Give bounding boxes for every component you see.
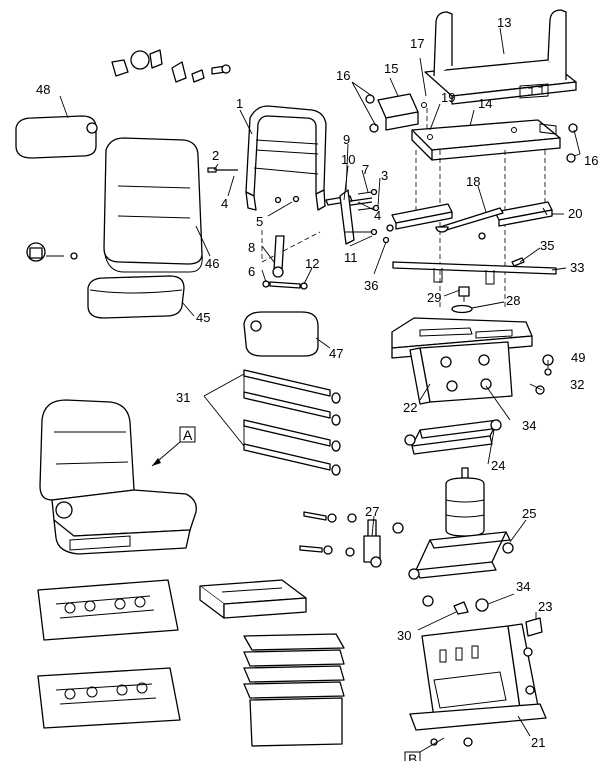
air-spring bbox=[445, 467, 485, 537]
callout-34b: 34 bbox=[516, 579, 530, 594]
callout-48: 48 bbox=[36, 82, 50, 97]
callout-36: 36 bbox=[364, 278, 378, 293]
callout-28: 28 bbox=[506, 293, 520, 308]
seat-pan-14 bbox=[411, 119, 578, 163]
callout-13: 13 bbox=[497, 15, 511, 30]
callout-35: 35 bbox=[540, 238, 554, 253]
callout-4b: 4 bbox=[374, 208, 381, 223]
callout-16: 16 bbox=[336, 68, 350, 83]
headrest-48 bbox=[15, 115, 98, 159]
leader-lines bbox=[59, 27, 581, 737]
callout-14: 14 bbox=[478, 96, 492, 111]
rail-guide-lower bbox=[37, 667, 181, 729]
callout-17: 17 bbox=[410, 36, 424, 51]
callout-2: 2 bbox=[212, 148, 219, 163]
rods-31 bbox=[243, 369, 341, 476]
view-a-marker: A bbox=[183, 427, 193, 443]
callout-46: 46 bbox=[205, 256, 219, 271]
callout-24: 24 bbox=[491, 458, 505, 473]
callout-1: 1 bbox=[236, 96, 243, 111]
callout-6: 6 bbox=[248, 264, 255, 279]
scissor-25 bbox=[408, 531, 514, 580]
callout-11: 11 bbox=[344, 250, 358, 265]
callout-8: 8 bbox=[248, 240, 255, 255]
callout-34: 34 bbox=[522, 418, 536, 433]
knob-hardware-left bbox=[26, 242, 78, 262]
scissor-24 bbox=[404, 419, 502, 455]
assembled-seat-view-a bbox=[39, 399, 197, 555]
callout-33: 33 bbox=[570, 260, 584, 275]
callout-27: 27 bbox=[365, 504, 379, 519]
callout-numbers: 13 17 16 15 48 1 19 14 16 9 2 10 7 3 18 … bbox=[36, 15, 598, 750]
bushing bbox=[422, 595, 434, 607]
slide-housing bbox=[199, 579, 307, 619]
lower-housing-22 bbox=[409, 341, 554, 405]
callout-4: 4 bbox=[221, 196, 228, 211]
callout-47: 47 bbox=[329, 346, 343, 361]
bracket-15 bbox=[365, 93, 427, 133]
callout-18: 18 bbox=[466, 174, 480, 189]
callout-29: 29 bbox=[427, 290, 441, 305]
view-b-leader bbox=[419, 737, 445, 753]
callout-49: 49 bbox=[571, 350, 585, 365]
lumbar-knob-hardware bbox=[111, 49, 231, 83]
recliner-link bbox=[262, 235, 308, 290]
callout-23: 23 bbox=[538, 599, 552, 614]
callout-3: 3 bbox=[381, 168, 388, 183]
base-21 bbox=[409, 623, 547, 747]
callout-30: 30 bbox=[397, 628, 411, 643]
callout-20: 20 bbox=[568, 206, 582, 221]
callout-45: 45 bbox=[196, 310, 210, 325]
callout-15: 15 bbox=[384, 61, 398, 76]
back-cushion-46 bbox=[103, 137, 203, 273]
clip-30 bbox=[453, 601, 469, 615]
callout-12: 12 bbox=[305, 256, 319, 271]
seat-cushion-45 bbox=[87, 275, 185, 319]
view-a-arrowhead bbox=[152, 458, 161, 466]
callout-9: 9 bbox=[343, 132, 350, 147]
callout-5: 5 bbox=[256, 214, 263, 229]
callout-31: 31 bbox=[176, 390, 190, 405]
view-b-marker: B bbox=[408, 751, 417, 761]
callout-19: 19 bbox=[441, 90, 455, 105]
callout-7: 7 bbox=[362, 162, 369, 177]
shock-absorber-27 bbox=[299, 511, 404, 568]
backrest-frame-1 bbox=[245, 105, 327, 211]
bushing bbox=[475, 598, 489, 612]
slide-rails-18 bbox=[386, 201, 553, 240]
callout-25: 25 bbox=[522, 506, 536, 521]
callout-10: 10 bbox=[341, 152, 355, 167]
cross-bar-33 bbox=[392, 257, 557, 285]
armrest-47 bbox=[243, 311, 319, 357]
callout-21: 21 bbox=[531, 735, 545, 750]
bellows-cover bbox=[243, 633, 345, 747]
bolt-2 bbox=[207, 167, 238, 173]
rail-guide-upper bbox=[37, 579, 179, 641]
seat-frame-13 bbox=[424, 9, 577, 105]
cap-23 bbox=[525, 617, 543, 637]
callout-16b: 16 bbox=[584, 153, 598, 168]
callout-22: 22 bbox=[403, 400, 417, 415]
callout-32: 32 bbox=[570, 377, 584, 392]
